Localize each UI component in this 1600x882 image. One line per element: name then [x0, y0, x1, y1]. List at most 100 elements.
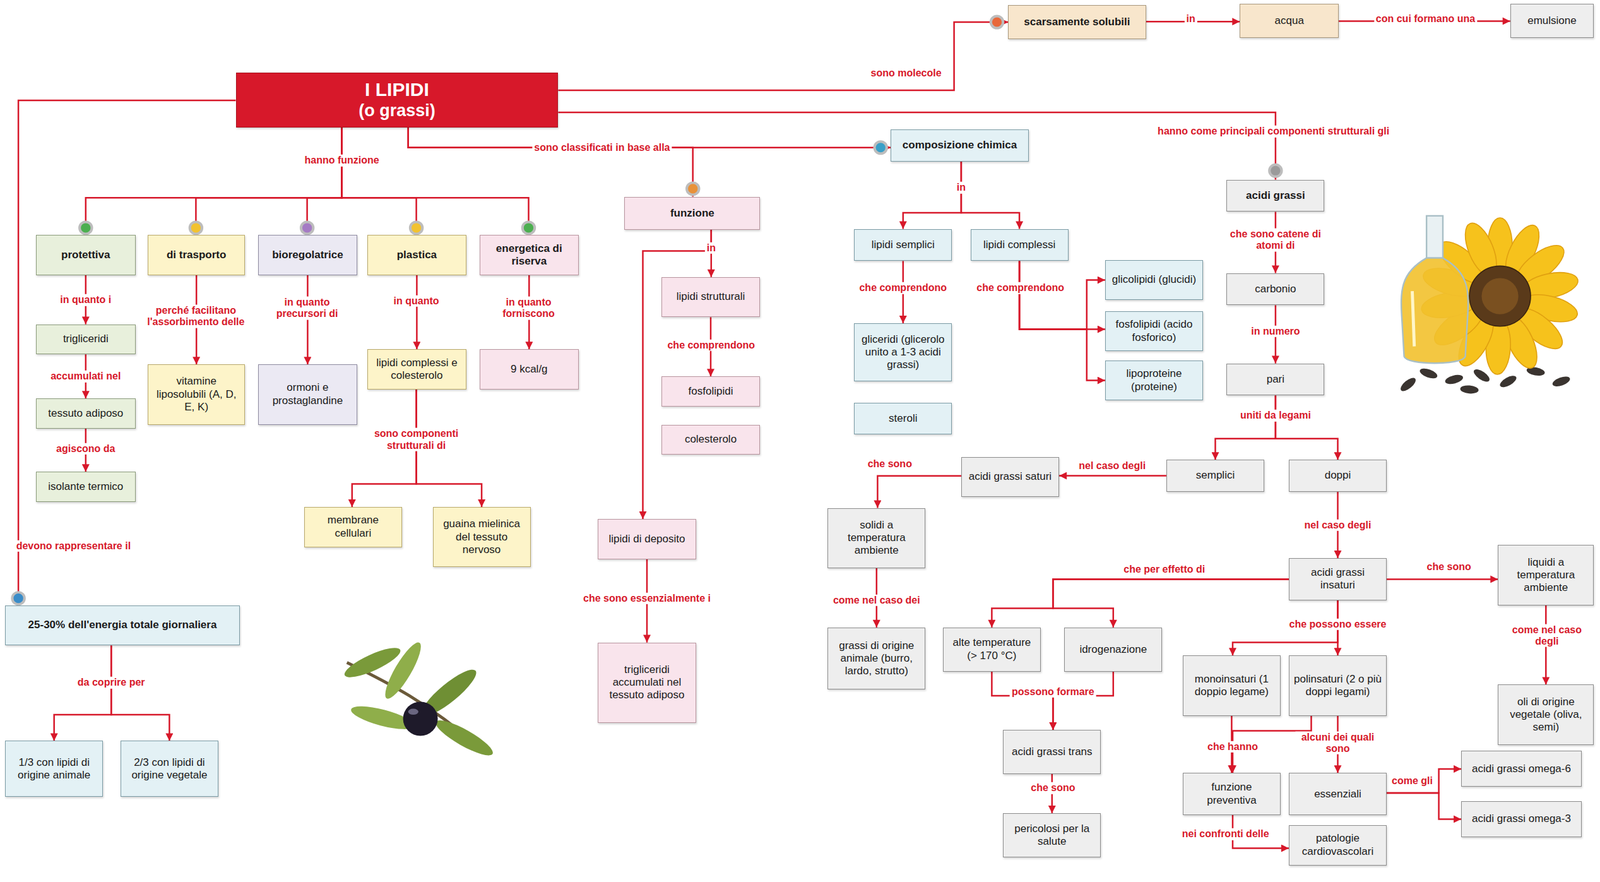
connector	[961, 161, 1020, 230]
concept-box: lipidi semplici	[853, 229, 952, 262]
connector	[991, 578, 1289, 627]
concept-box: acidi grassi insaturi	[1288, 557, 1387, 601]
node-text: scarsamente solubili	[1023, 15, 1130, 29]
concept-box: trigliceridi	[35, 324, 136, 355]
node-text: di trasporto	[166, 248, 226, 262]
connector	[408, 127, 694, 197]
node-text: patologie cardiovascolari	[1293, 831, 1382, 858]
connector	[18, 100, 236, 606]
concept-box: acidi grassi trans	[1002, 729, 1101, 774]
concept-box: scarsamente solubili	[1007, 5, 1146, 40]
concept-box: essenziali	[1288, 772, 1387, 815]
concept-box: membrane cellulari	[304, 506, 403, 548]
concept-box: fosfolipidi (acido fosforico)	[1105, 311, 1203, 352]
node-text: essenziali	[1314, 787, 1362, 801]
concept-box: lipoproteine (proteine)	[1105, 360, 1203, 401]
seed	[1398, 375, 1419, 394]
node-text: glicolipidi (glucidi)	[1112, 273, 1197, 286]
edge-label: da coprire per	[75, 676, 148, 688]
concept-box: patologie cardiovascolari	[1288, 824, 1387, 866]
connector	[1019, 260, 1106, 329]
node-text: steroli	[888, 412, 918, 425]
connector	[415, 275, 418, 350]
bullet-dot	[189, 221, 202, 234]
edge-label: hanno funzione	[302, 154, 381, 166]
node-text: acidi grassi omega-3	[1471, 812, 1571, 825]
concept-box: semplici	[1166, 459, 1265, 492]
edge-label: in quanto forniscono	[480, 296, 577, 320]
node-text: fosfolipidi	[688, 385, 734, 398]
edge-label: che sono	[865, 457, 914, 469]
concept-box: steroli	[853, 402, 952, 435]
node-text: semplici	[1196, 468, 1235, 482]
concept-box: pericolosi per la salute	[1002, 812, 1101, 858]
connector	[1386, 578, 1498, 581]
node-text: lipidi complessi e colesterolo	[372, 356, 462, 383]
node-text: lipidi complessi	[983, 238, 1056, 252]
concept-box: guaina mielinica del tessuto nervoso	[432, 506, 531, 567]
concept-box: composizione chimica	[890, 129, 1029, 162]
node-text: colesterolo	[684, 432, 737, 446]
concept-box: di trasporto	[147, 234, 245, 276]
node-text: carbonio	[1254, 282, 1296, 296]
concept-box: grassi di origine animale (burro, lardo,…	[827, 627, 926, 690]
connector	[111, 645, 170, 741]
concept-box: 25-30% dell'energia totale giornaliera	[5, 605, 240, 646]
concept-box: protettiva	[35, 234, 136, 276]
concept-box: lipidi complessi	[970, 229, 1069, 262]
bottle-body	[1401, 258, 1469, 364]
edge-label: come nel caso degli	[1499, 623, 1595, 647]
node-text: composizione chimica	[902, 138, 1017, 152]
connector	[1386, 792, 1462, 819]
node-text: solidi a temperatura ambiente	[832, 518, 921, 558]
olive-leaf	[379, 638, 427, 703]
connector	[85, 127, 343, 235]
concept-box: monoinsaturi (1 doppio legame)	[1182, 655, 1281, 716]
concept-box: alte temperature (> 170 °C)	[942, 627, 1041, 672]
node-text: membrane cellulari	[309, 513, 398, 540]
edge-label: come nel caso dei	[831, 594, 923, 606]
concept-box: gliceridi (glicerolo unito a 1-3 acidi g…	[853, 323, 952, 382]
edge-label: in	[954, 181, 968, 194]
bullet-dot	[410, 221, 423, 234]
title-text: I LIPIDI	[364, 78, 430, 101]
concept-box: acqua	[1239, 3, 1339, 38]
concept-box: fosfolipidi	[661, 376, 761, 407]
concept-box: doppi	[1288, 459, 1387, 492]
title-box: I LIPIDI(o grassi)	[236, 72, 559, 129]
concept-box: acidi grassi	[1226, 179, 1325, 213]
concept-box: energetica di riserva	[479, 234, 579, 276]
node-text: doppi	[1324, 468, 1352, 482]
node-text: 25-30% dell'energia totale giornaliera	[28, 618, 218, 632]
connector	[195, 127, 342, 235]
node-text: bioregolatrice	[272, 248, 343, 262]
concept-box: bioregolatrice	[258, 234, 358, 276]
node-text: funzione	[670, 207, 715, 220]
node-text: acidi grassi trans	[1011, 745, 1093, 759]
connector	[342, 127, 417, 235]
concept-box: plastica	[367, 234, 467, 276]
connector	[1019, 260, 1106, 329]
olive-illustration	[341, 638, 497, 761]
concept-box: trigliceridi accumulati nel tessuto adip…	[597, 642, 696, 723]
concept-box: 2/3 con lipidi di origine vegetale	[120, 740, 219, 797]
connector	[991, 671, 1053, 730]
edge-label: possono formare	[1009, 685, 1097, 697]
edge-label: che hanno	[1205, 740, 1260, 753]
concept-box: liquidi a temperatura ambiente	[1497, 544, 1594, 605]
olive-fruit	[403, 701, 439, 736]
olive-leaf	[431, 714, 497, 761]
node-text: pericolosi per la salute	[1007, 822, 1096, 849]
edge-label: con cui formano una	[1374, 13, 1477, 25]
node-text: lipidi di deposito	[609, 532, 686, 546]
concept-box: colesterolo	[661, 424, 761, 456]
bullet-dot	[522, 221, 535, 234]
bullet-dot	[11, 592, 24, 605]
edge-label: in numero	[1249, 325, 1302, 337]
node-text: protettiva	[61, 248, 110, 262]
node-text: vitamine liposolubili (A, D, E, K)	[152, 374, 240, 414]
bullet-dot	[990, 15, 1003, 28]
edge-label: agiscono da	[54, 442, 117, 454]
node-text: ormoni e prostaglandine	[263, 381, 353, 408]
connector	[643, 229, 712, 519]
